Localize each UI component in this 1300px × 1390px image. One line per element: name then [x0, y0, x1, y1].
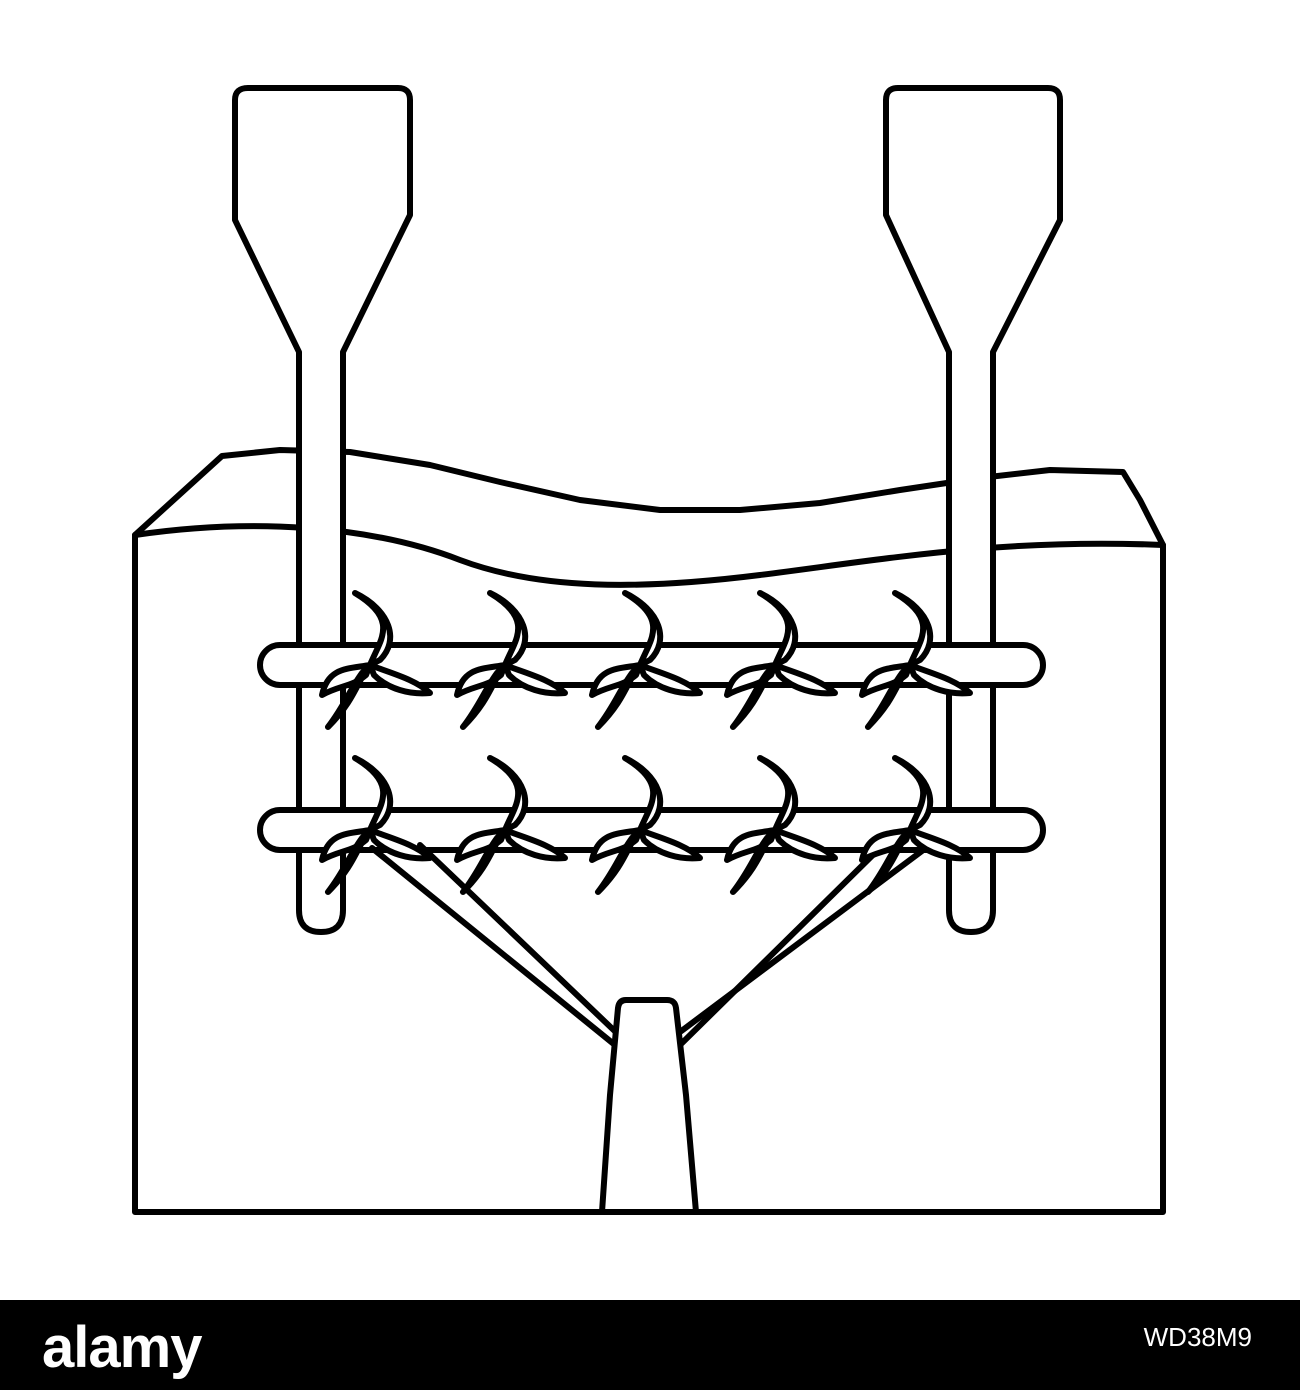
propeller-blade — [325, 827, 373, 895]
propeller-blade — [907, 662, 973, 697]
propeller-blade — [892, 755, 934, 833]
propeller-blade — [367, 827, 433, 862]
propeller-blade — [502, 827, 568, 862]
propeller — [319, 755, 433, 895]
propeller-blade — [352, 590, 394, 668]
propeller — [454, 590, 568, 730]
propeller-blade — [352, 755, 394, 833]
brand-logo: alamy — [42, 1315, 202, 1380]
propeller — [724, 755, 838, 895]
propeller-blade — [367, 662, 433, 697]
propeller — [589, 590, 703, 730]
propeller-blade — [595, 662, 643, 730]
propeller-blade — [637, 662, 703, 697]
propeller-blade — [757, 590, 799, 668]
propeller-blade — [772, 827, 838, 862]
propeller — [859, 590, 973, 730]
propeller-blade — [892, 590, 934, 668]
propeller-blade — [487, 755, 529, 833]
propeller-blade — [757, 755, 799, 833]
footer-bar: alamy WD38M9 — [0, 1300, 1300, 1390]
propeller-blade — [637, 827, 703, 862]
propeller-blade — [865, 827, 913, 895]
propeller — [859, 755, 973, 895]
propeller-blade — [487, 590, 529, 668]
propeller-blade — [325, 662, 373, 730]
motor-nozzle — [599, 997, 699, 1215]
propeller-blade — [595, 827, 643, 895]
left-paddle — [232, 85, 413, 935]
right-paddle — [883, 85, 1063, 935]
propeller-blade — [772, 662, 838, 697]
propeller-blade — [502, 662, 568, 697]
propeller-blade — [460, 662, 508, 730]
propeller — [724, 590, 838, 730]
propeller-blade — [730, 827, 778, 895]
propeller-blade — [907, 827, 973, 862]
propeller — [454, 755, 568, 895]
image-id: WD38M9 — [1143, 1322, 1252, 1352]
propellers — [319, 590, 973, 895]
rafting-illustration — [132, 85, 1166, 1215]
propeller-blade — [622, 755, 664, 833]
propeller-blade — [622, 590, 664, 668]
propeller-blade — [865, 662, 913, 730]
propeller — [589, 755, 703, 895]
support-struts — [369, 842, 933, 1048]
propeller-blade — [460, 827, 508, 895]
propeller — [319, 590, 433, 730]
propeller-blade — [730, 662, 778, 730]
